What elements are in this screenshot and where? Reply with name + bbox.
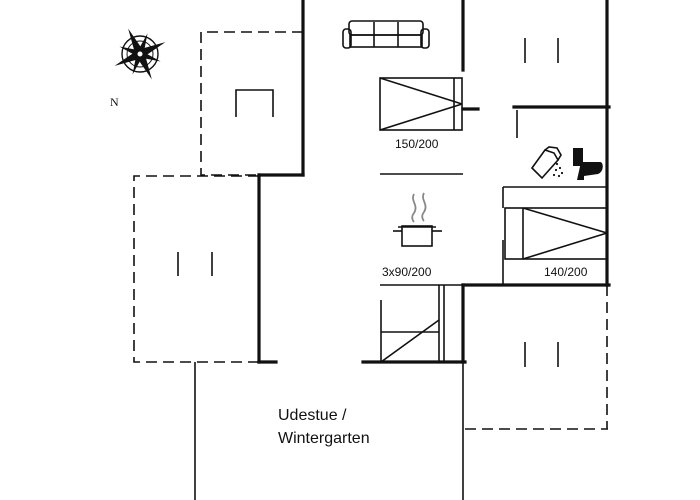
cooking-pot-icon (393, 192, 442, 247)
sofa-icon (342, 20, 430, 49)
walls (257, 0, 611, 364)
shower-head-icon (530, 146, 564, 180)
toilet-icon (573, 148, 603, 180)
bracket-symbol (235, 89, 274, 117)
dashed-outlines (133, 31, 608, 430)
bed-label-150-200: 150/200 (395, 137, 439, 151)
inner-lines (194, 110, 607, 500)
room-label-winter-garden-line1: Udestue / (278, 407, 347, 424)
room-label-winter-garden-line2: Wintergarten (278, 430, 370, 447)
window-marks (177, 38, 559, 367)
bed-150-200 (379, 77, 463, 131)
compass-rose-icon (114, 28, 166, 80)
bed-140-200 (504, 207, 608, 260)
north-label: N (110, 95, 119, 109)
bed-label-3x90-200: 3x90/200 (382, 265, 432, 279)
bed-label-140-200: 140/200 (544, 265, 588, 279)
